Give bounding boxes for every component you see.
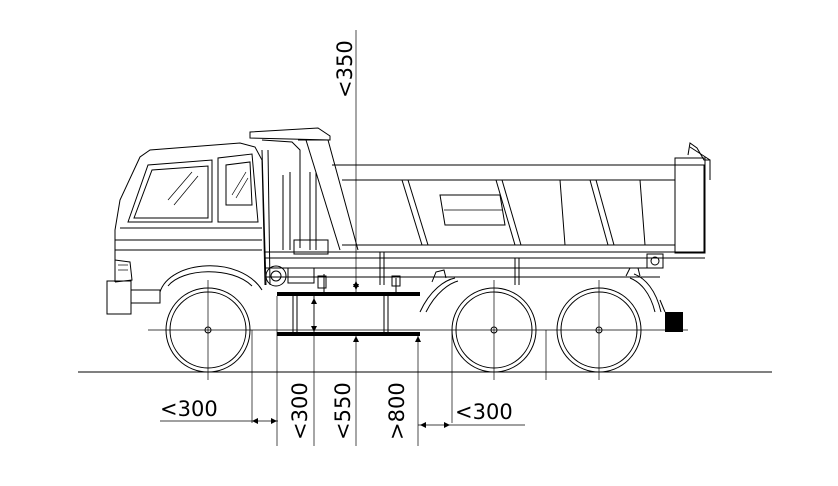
- dump-body: [332, 142, 711, 254]
- dim-lower-gap: <300: [288, 382, 312, 440]
- cab-guard: [249, 127, 359, 255]
- dim-middle-gap: <550: [331, 382, 355, 440]
- dim-rear-clearance: <300: [455, 400, 513, 424]
- dim-front-clearance: <300: [160, 397, 218, 421]
- chassis: [265, 251, 705, 332]
- dim-platform-height: >800: [385, 382, 409, 440]
- dim-top-clearance: <350: [333, 40, 357, 98]
- dimension-lines: [160, 30, 525, 446]
- installation-platform: [277, 274, 420, 336]
- rear-light-block: [665, 312, 683, 332]
- truck-cab: [106, 142, 271, 315]
